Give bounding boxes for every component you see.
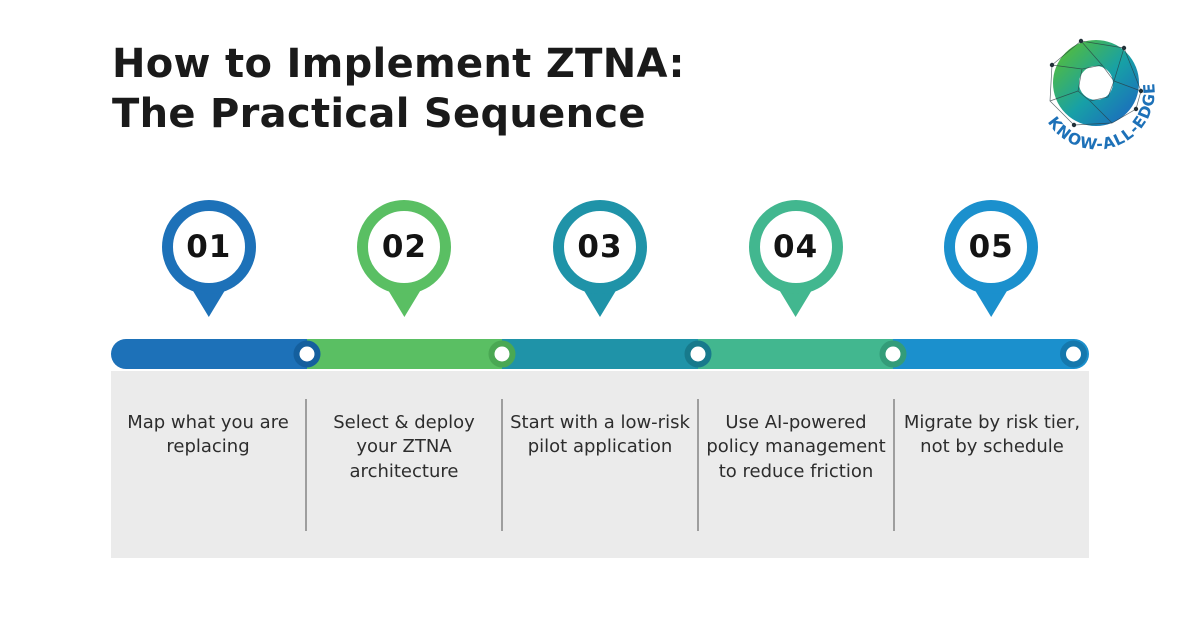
timeline-dot [488,340,516,368]
step-number-circle: 02 [357,200,452,294]
step-description-3: Start with a low-risk pilot application [503,371,697,558]
column-divider [305,399,307,531]
step-number: 05 [968,229,1014,265]
step-number: 03 [577,229,623,265]
step-number-circle: 05 [944,200,1039,294]
step-marker-03: 03 [552,200,648,318]
step-marker-04: 04 [748,200,844,318]
step-marker-01: 01 [161,200,257,318]
timeline-dot [684,340,712,368]
step-label: Map what you are replacing [127,412,289,458]
step-markers-row: 01 02 03 [111,200,1089,318]
step-marker-05: 05 [943,200,1039,318]
bar-segment-3 [502,339,698,369]
step-label: Use AI-powered policy management to redu… [706,412,886,482]
logo-torus-icon [1049,38,1144,128]
step-description-1: Map what you are replacing [111,371,305,558]
bar-segment-2 [306,339,503,369]
step-number: 02 [381,229,427,265]
step-number-circle: 01 [161,200,256,294]
title-line-2: The Practical Sequence [112,90,646,137]
step-descriptions-panel: Map what you are replacing Select & depl… [111,371,1089,558]
timeline-dot [293,340,321,368]
step-label: Start with a low-risk pilot application [510,412,690,458]
column-divider [697,399,699,531]
step-description-5: Migrate by risk tier, not by schedule [895,371,1089,558]
step-number: 01 [186,229,232,265]
page-title: How to Implement ZTNA: The Practical Seq… [112,40,685,139]
bar-segment-4 [697,339,894,369]
step-description-2: Select & deploy your ZTNA architecture [307,371,501,558]
step-label: Select & deploy your ZTNA architecture [333,412,475,482]
title-line-1: How to Implement ZTNA: [112,41,685,87]
bar-segment-5 [893,339,1089,369]
timeline-dot [879,340,907,368]
step-number-circle: 04 [748,200,843,294]
column-divider [893,399,895,531]
step-number-circle: 03 [552,200,647,294]
step-label: Migrate by risk tier, not by schedule [903,412,1081,458]
step-description-4: Use AI-powered policy management to redu… [699,371,893,558]
timeline-dot [1060,340,1087,368]
knowalledge-logo: KNOW-ALL-EDGE [1040,38,1167,161]
ztna-sequence-diagram: 01 02 03 [111,200,1089,558]
column-divider [501,399,503,531]
step-marker-02: 02 [356,200,452,318]
step-number: 04 [773,229,819,265]
bar-segment-1 [111,339,307,369]
timeline-bar [111,339,1089,369]
